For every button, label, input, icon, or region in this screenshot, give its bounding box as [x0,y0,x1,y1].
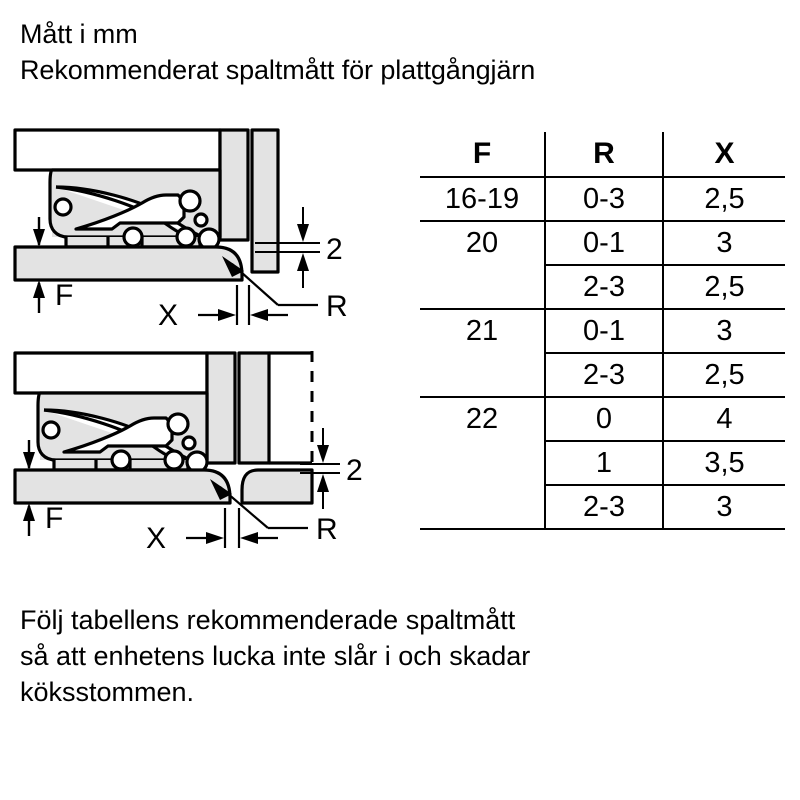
carcass-extension [269,351,312,465]
table-header-row: F R X [420,132,785,178]
cell-f: 21 [420,308,545,353]
page-title-subtitle: Rekommenderat spaltmått för plattgångjär… [20,55,536,85]
arrow-x-right [206,532,224,544]
cell-r: 2-3 [544,484,663,530]
hinge-pivot [193,212,209,228]
door-frame-bar [250,128,280,274]
cabinet-panel [13,128,222,172]
hinge-pivot [41,420,61,440]
arrow-r [210,479,232,500]
hinge-pivot [178,189,202,213]
arrow-gap-up [317,474,329,492]
cell-x: 2,5 [662,176,785,221]
hinge-pivot [166,412,190,436]
cell-x: 2,5 [662,352,785,397]
label-gap-top: 2 [326,233,343,266]
hinge-pivot [175,226,197,248]
arrow-f-up [23,503,35,521]
cell-f-empty [420,265,545,309]
spec-table: F R X 16-19 0-3 2,5 20 0-1 3 [420,132,785,530]
arrow-gap-down [297,224,309,242]
cell-r: 0-3 [544,176,663,221]
hinge-mechanism [48,168,222,251]
cell-x: 4 [662,396,785,441]
arrow-x-left [240,532,258,544]
dimension-x [186,508,278,548]
hinge-pivot [110,449,132,471]
footer-instruction-line-1: Följ tabellens rekommenderade spaltmått [20,605,516,635]
column-header-r: R [544,132,663,178]
cell-x: 3 [662,220,785,265]
door-panel [13,245,244,282]
cell-r: 0-1 [544,308,663,353]
cell-f: 16-19 [420,176,545,221]
cell-r: 0 [544,396,663,441]
table-row: 1 3,5 [420,440,785,485]
cell-r: 1 [544,440,663,485]
arrow-f-down [33,229,45,247]
diagram-top: F X R 2 [0,125,400,340]
dimension-x [198,285,288,325]
cell-f: 20 [420,220,545,265]
hinge-pivot [122,226,144,248]
table-row: 2-3 2,5 [420,264,785,309]
label-gap-bottom: 2 [346,454,363,487]
table-row: 16-19 0-3 2,5 [420,176,785,221]
cell-f-empty [420,441,545,485]
cell-r: 0-1 [544,220,663,265]
clearance-table: F R X 16-19 0-3 2,5 20 0-1 3 [420,132,785,530]
cabinet-panel [13,351,209,395]
hinge-pivot [163,449,185,471]
label-f-bottom: F [45,502,63,535]
cell-x: 3 [662,308,785,353]
arrow-f-down [23,452,35,470]
diagram-bottom: F X R 2 [0,348,400,560]
hinge-mechanism [36,391,209,474]
arrow-f-up [33,280,45,298]
footer-instruction-line-3: köksstommen. [20,677,195,707]
cell-r: 2-3 [544,352,663,397]
arrow-gap-up [297,253,309,271]
arrow-gap-down [317,445,329,463]
cell-x: 3 [662,484,785,530]
table-body: 16-19 0-3 2,5 20 0-1 3 2-3 2,5 21 [420,176,785,530]
cell-f: 22 [420,396,545,441]
footer-instruction-line-2: så att enhetens lucka inte slår i och sk… [20,641,531,671]
cell-f-empty [420,485,545,530]
label-x-top: X [158,299,178,332]
page-title-units: Mått i mm [20,19,138,49]
column-header-x: X [662,132,785,178]
table-row: 2-3 3 [420,484,785,530]
dimension-gap [255,207,320,288]
label-r-bottom: R [316,513,338,546]
cabinet-side-bar [205,351,237,465]
table-row: 22 0 4 [420,396,785,441]
hinge-pivot [53,197,73,217]
cell-x: 2,5 [662,264,785,309]
column-header-f: F [420,132,545,178]
cabinet-side-bar [218,128,250,242]
label-r-top: R [326,290,348,323]
label-f-top: F [55,279,73,312]
table-row: 20 0-1 3 [420,220,785,265]
arrow-x-left [250,309,268,321]
label-x-bottom: X [146,522,166,555]
door-panel-right [240,468,314,505]
cell-f-empty [420,353,545,397]
hinge-pivot [181,435,197,451]
table-row: 2-3 2,5 [420,352,785,397]
arrow-x-right [218,309,236,321]
door-frame-bar [237,351,271,465]
table-row: 21 0-1 3 [420,308,785,353]
cell-x: 3,5 [662,440,785,485]
arrow-r [222,256,244,277]
door-panel-left [13,468,232,505]
cell-r: 2-3 [544,264,663,309]
